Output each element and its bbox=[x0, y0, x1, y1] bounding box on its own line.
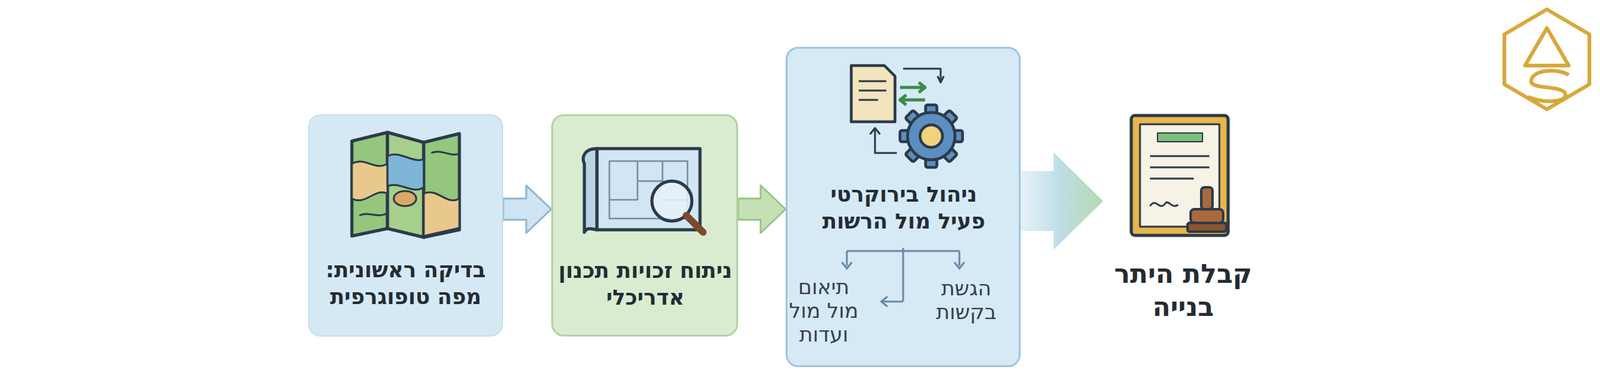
flow-arrow bbox=[1020, 152, 1104, 250]
node-text: ניהול בירוקרטי פעיל מול הרשות bbox=[806, 181, 1001, 235]
blueprint-icon bbox=[583, 148, 704, 233]
icon-shape bbox=[351, 132, 388, 237]
icon-shape bbox=[393, 191, 417, 207]
icon-shape bbox=[900, 130, 963, 142]
icon-shape bbox=[1140, 124, 1220, 227]
icon-shape bbox=[1525, 28, 1569, 66]
node-text: ניתוח זכויות תכנון אדריכלי bbox=[556, 257, 735, 311]
map-icon bbox=[351, 132, 460, 238]
icon-shape bbox=[686, 215, 704, 233]
icon-shape bbox=[431, 151, 460, 155]
icon-shape bbox=[905, 110, 957, 162]
icon-shape bbox=[596, 148, 700, 230]
process-icon bbox=[851, 65, 963, 168]
icon-shape bbox=[954, 262, 965, 269]
icon-shape bbox=[958, 251, 961, 267]
icon-shape bbox=[423, 192, 460, 237]
icon-shape bbox=[1528, 70, 1569, 102]
icon-shape bbox=[1150, 178, 1194, 180]
process-box: ניהול בירוקרטי פעיל מול הרשות הגשת בקשות ת… bbox=[785, 46, 1021, 368]
icon-shape bbox=[609, 161, 688, 219]
icon-shape bbox=[858, 99, 879, 102]
icon-shape bbox=[609, 161, 688, 219]
node-text: בדיקה ראשונית: מפה טופוגרפית bbox=[313, 256, 499, 310]
icon-shape bbox=[881, 296, 888, 307]
icon-shape bbox=[907, 112, 955, 160]
icon-shape bbox=[937, 76, 944, 83]
icon-shape bbox=[902, 248, 905, 302]
node-text: קבלת היתר בנייה bbox=[1105, 258, 1262, 324]
icon-shape bbox=[1190, 209, 1224, 224]
icon-shape bbox=[905, 110, 957, 162]
icon-shape bbox=[1150, 202, 1179, 207]
icon-shape bbox=[1150, 155, 1210, 158]
icon-shape bbox=[1150, 166, 1210, 169]
icon-shape bbox=[583, 148, 597, 233]
icon-shape bbox=[1150, 156, 1210, 179]
icon-shape bbox=[900, 82, 925, 93]
icon-shape bbox=[925, 105, 937, 168]
icon-shape bbox=[351, 161, 388, 201]
icon-shape bbox=[387, 132, 424, 238]
icon-shape bbox=[900, 95, 925, 105]
icon-shape bbox=[858, 90, 887, 92]
process-box: בדיקה ראשונית: מפה טופוגרפית bbox=[308, 114, 504, 337]
branch-lines bbox=[841, 248, 965, 307]
icon-shape bbox=[882, 301, 904, 304]
icon-shape bbox=[1157, 133, 1203, 142]
icon-shape bbox=[875, 128, 897, 154]
icon-shape bbox=[1201, 187, 1213, 210]
sub-step-label: הגשת בקשות bbox=[919, 276, 1014, 325]
icon-shape bbox=[851, 65, 895, 122]
flow-arrow bbox=[503, 185, 552, 234]
icon-shape bbox=[1187, 223, 1227, 232]
icon-shape bbox=[1504, 9, 1590, 110]
logo bbox=[1504, 9, 1590, 110]
icon-shape bbox=[841, 262, 852, 269]
icon-shape bbox=[846, 251, 849, 267]
sub-step-label: תיאום מול מול ועדות bbox=[786, 275, 862, 347]
permit-icon bbox=[1131, 115, 1229, 236]
icon-shape bbox=[1131, 115, 1229, 236]
icon-shape bbox=[637, 161, 663, 182]
icon-shape bbox=[858, 81, 887, 100]
icon-shape bbox=[387, 154, 424, 190]
icon-shape bbox=[900, 105, 963, 168]
icon-shape bbox=[662, 199, 688, 202]
result-node: קבלת היתר בנייה bbox=[1103, 109, 1266, 335]
icon-shape bbox=[870, 128, 880, 135]
icon-shape bbox=[900, 105, 963, 168]
icon-shape bbox=[903, 68, 941, 82]
process-box: ניתוח זכויות תכנון אדריכלי bbox=[551, 114, 739, 337]
icon-shape bbox=[609, 161, 638, 200]
icon-shape bbox=[651, 181, 692, 222]
icon-shape bbox=[359, 213, 387, 216]
flow-arrow bbox=[738, 185, 786, 234]
icon-shape bbox=[846, 250, 960, 253]
icon-shape bbox=[423, 133, 460, 238]
icon-shape bbox=[858, 80, 887, 83]
icon-shape bbox=[920, 125, 943, 148]
